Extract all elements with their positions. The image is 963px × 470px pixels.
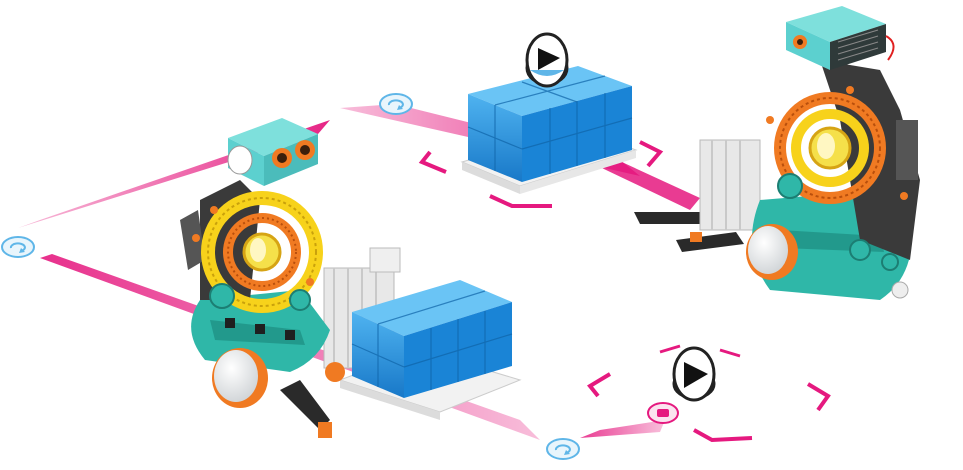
robot-head-left [227, 118, 318, 186]
rotate-arrow-icon [387, 99, 404, 109]
play-icon [538, 48, 560, 70]
cargo-blocks-top [467, 66, 633, 182]
robot-head-right [786, 6, 895, 70]
play-badge-bottom [672, 346, 716, 402]
turn-marker-top [379, 93, 413, 115]
stop-zone-bottom [587, 344, 831, 443]
turn-marker-bottom [546, 438, 580, 460]
robot-right [634, 6, 920, 300]
wheel-left [212, 348, 268, 408]
robot-left [180, 118, 522, 438]
path-strip-bottom-right [580, 420, 665, 438]
path-strip-top-right [585, 152, 700, 210]
rotate-arrow-icon [554, 444, 571, 454]
wheel-right [746, 224, 798, 280]
play-icon [684, 362, 708, 388]
cargo-blocks-left [351, 280, 513, 398]
stop-icon [657, 409, 669, 417]
turn-marker-left [1, 236, 35, 258]
play-badge-top [525, 32, 569, 88]
rotate-arrow-icon [9, 242, 26, 252]
